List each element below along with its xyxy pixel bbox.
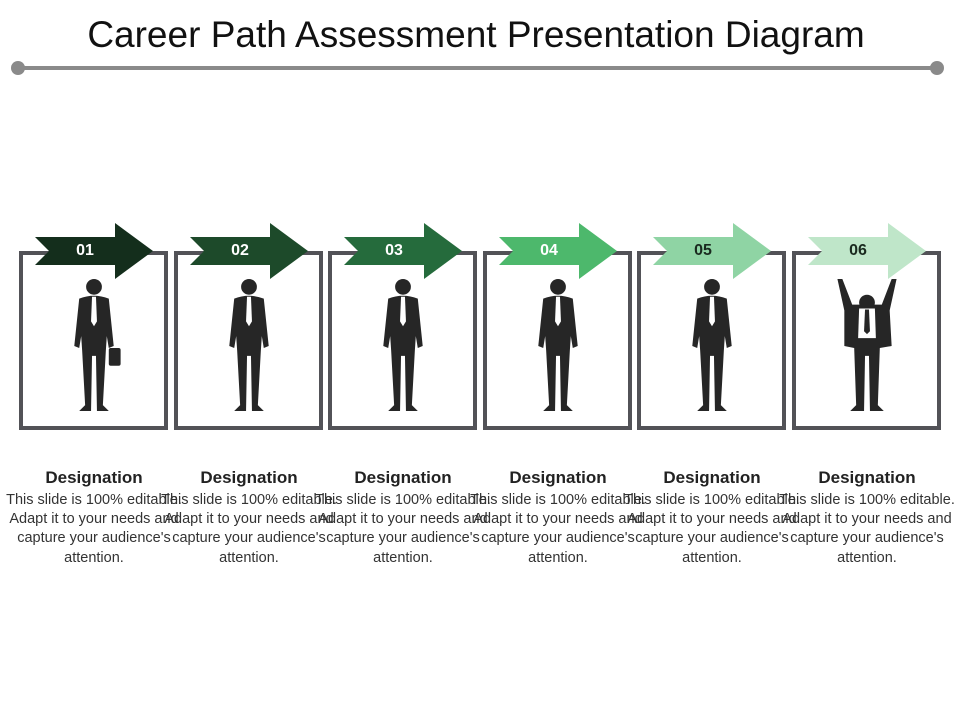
step-number: 06 xyxy=(849,242,867,259)
step-description: This slide is 100% editable. Adapt it to… xyxy=(315,492,491,566)
step-description: This slide is 100% editable. Adapt it to… xyxy=(779,492,955,566)
step-number: 05 xyxy=(694,242,712,259)
step-heading: Designation xyxy=(200,468,298,487)
phone-call-businessman-icon xyxy=(538,278,578,412)
divider-endpoint-right xyxy=(930,61,944,75)
step-arrow-icon xyxy=(653,223,771,279)
step-description: This slide is 100% editable. Adapt it to… xyxy=(624,492,800,566)
title-divider xyxy=(18,66,938,70)
step-heading: Designation xyxy=(818,468,916,487)
step-description: This slide is 100% editable. Adapt it to… xyxy=(470,492,646,566)
step-description: This slide is 100% editable. Adapt it to… xyxy=(6,492,182,566)
step-heading: Designation xyxy=(663,468,761,487)
step-heading: Designation xyxy=(509,468,607,487)
step-number: 02 xyxy=(231,242,249,259)
step-description: This slide is 100% editable. Adapt it to… xyxy=(161,492,337,566)
step-heading: Designation xyxy=(354,468,452,487)
page-title: Career Path Assessment Presentation Diag… xyxy=(87,14,865,55)
standing-businessman-icon xyxy=(692,278,732,412)
divider-endpoint-left xyxy=(11,61,25,75)
step-number: 04 xyxy=(540,242,558,259)
hands-in-pockets-businessman-icon xyxy=(383,278,423,412)
celebrating-businessman-icon xyxy=(837,278,897,412)
step-heading: Designation xyxy=(45,468,143,487)
step-arrow-icon xyxy=(808,223,926,279)
step-arrow-icon xyxy=(344,223,462,279)
step-arrow-icon xyxy=(499,223,617,279)
step-arrow-icon xyxy=(35,223,153,279)
step-arrow-icon xyxy=(190,223,308,279)
arms-crossed-businessman-icon xyxy=(229,278,269,412)
briefcase-businessman-icon xyxy=(74,278,121,412)
step-number: 01 xyxy=(76,242,94,259)
step-number: 03 xyxy=(385,242,403,259)
